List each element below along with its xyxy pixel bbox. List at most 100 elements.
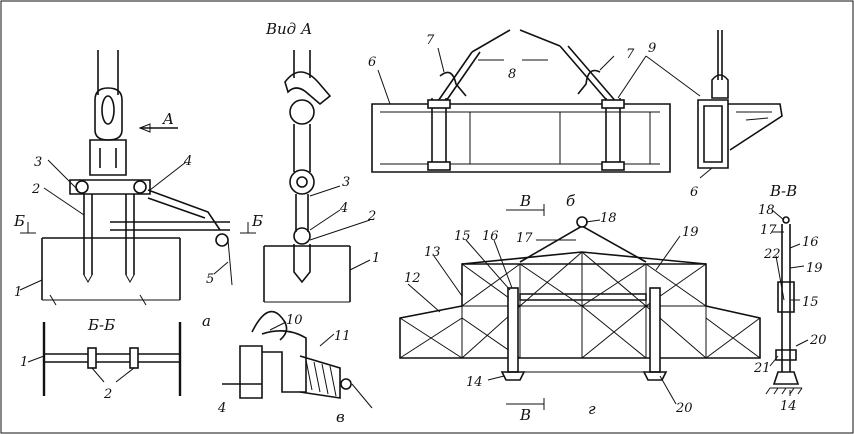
- label-2-side: 2: [367, 209, 376, 224]
- figure-b-caption: б: [566, 192, 576, 210]
- label-22: 22: [763, 247, 781, 262]
- truss-verticals: [461, 252, 707, 358]
- section-v-mark-bottom: [506, 398, 545, 410]
- upper-pivot-side: [289, 169, 315, 195]
- latch-bar: [110, 221, 230, 231]
- lever-arm: [147, 189, 221, 231]
- figure-b-sling: [371, 29, 783, 179]
- rod-tips: [83, 274, 135, 284]
- strap-clip-br: [601, 161, 625, 171]
- shackle-left: [439, 71, 467, 97]
- label-17: 17: [516, 231, 533, 246]
- figure-v-caption: в: [336, 408, 345, 426]
- rod-left: [83, 194, 93, 275]
- label-1-bb: 1: [20, 355, 28, 370]
- section-vv-title: В-В: [769, 182, 797, 200]
- figure-g-caption: г: [588, 400, 596, 418]
- label-20-vv: 20: [809, 333, 827, 348]
- strap-clip-tl: [427, 99, 451, 109]
- rod-right: [125, 194, 135, 275]
- strap-right: [605, 98, 621, 168]
- clamp-body-left: [239, 345, 263, 399]
- section-bb-title: Б-Б: [87, 316, 115, 334]
- label-15: 15: [454, 229, 471, 244]
- sling-top: [471, 29, 561, 53]
- break-marks: [49, 294, 147, 306]
- label-8: 8: [508, 67, 516, 82]
- link-plate: [89, 139, 127, 176]
- link-side: [293, 124, 311, 172]
- label-21: 21: [753, 361, 771, 376]
- label-1-left: 1: [14, 285, 22, 300]
- lifting-eye: [576, 216, 588, 228]
- label-2-bb: 2: [103, 387, 112, 402]
- figure-g-truss: [399, 204, 761, 410]
- strap-clip-bl: [427, 161, 451, 171]
- clamp-ring: [340, 378, 352, 390]
- label-20: 20: [675, 401, 693, 416]
- inner-platform: [519, 293, 647, 301]
- cross-beam: [69, 179, 151, 195]
- clamp-jaw: [261, 330, 307, 393]
- figure-v-clamp: [222, 310, 373, 409]
- link-slots: [99, 148, 117, 168]
- end-brace: [728, 103, 783, 151]
- label-14-vv: 14: [780, 399, 797, 414]
- pull-cord: [227, 239, 233, 286]
- hook-pin-side: [289, 99, 315, 125]
- rod-side: [293, 244, 311, 284]
- label-16-vv: 16: [802, 235, 819, 250]
- section-b-left-label: Б: [13, 212, 25, 230]
- shackle-right: [577, 69, 601, 95]
- label-18: 18: [600, 211, 617, 226]
- end-sling: [717, 30, 723, 80]
- view-a-title: Вид А: [265, 20, 312, 38]
- sling-left: [435, 51, 481, 105]
- strap-left: [431, 98, 447, 168]
- strap-clip-tr: [601, 99, 625, 109]
- truss-diagonals-top: [461, 251, 707, 307]
- section-v-top-label: В: [519, 192, 531, 210]
- label-6-beam: 6: [368, 55, 376, 70]
- view-a-side: [263, 50, 371, 303]
- section-v-bottom-label: В: [519, 406, 531, 424]
- label-14: 14: [466, 375, 483, 390]
- label-3-side: 3: [342, 175, 350, 190]
- cross-rod: [44, 353, 180, 363]
- vv-foot: [772, 371, 800, 385]
- label-12: 12: [404, 271, 421, 286]
- label-16: 16: [482, 229, 499, 244]
- foot-right: [642, 371, 668, 381]
- spring-housing: [299, 355, 341, 399]
- pipe-wall: [41, 237, 181, 300]
- label-4-clamp: 4: [217, 401, 226, 416]
- beam-end-view: [697, 99, 729, 169]
- vv-post: [781, 224, 791, 372]
- rod-section-1: [87, 347, 97, 369]
- foot-left: [500, 371, 526, 381]
- hook-body-side: [284, 71, 332, 106]
- bolt-left: [75, 180, 89, 194]
- label-3-left: 3: [34, 155, 42, 170]
- vv-clamp: [777, 281, 795, 313]
- spring-coils: [305, 359, 337, 397]
- figure-a-caption: а: [202, 312, 211, 330]
- hook-eye: [94, 87, 123, 141]
- label-15-vv: 15: [802, 295, 819, 310]
- handle-ring: [215, 233, 229, 247]
- rod-section-2: [129, 347, 139, 369]
- label-4-left: 4: [183, 154, 192, 169]
- leg-right: [649, 287, 661, 373]
- beam-stiffeners: [469, 112, 651, 164]
- label-5: 5: [206, 272, 214, 287]
- section-b-mark-right: [240, 222, 256, 234]
- vv-eye: [782, 216, 790, 224]
- beam-flanges: [380, 111, 660, 165]
- hook-opening: [101, 95, 115, 125]
- sling-right: [559, 45, 619, 105]
- label-7-right: 7: [626, 47, 635, 62]
- label-4-side: 4: [339, 201, 348, 216]
- section-vv-view: [765, 209, 809, 396]
- section-b-mark-left: [20, 222, 36, 234]
- label-9: 9: [648, 41, 656, 56]
